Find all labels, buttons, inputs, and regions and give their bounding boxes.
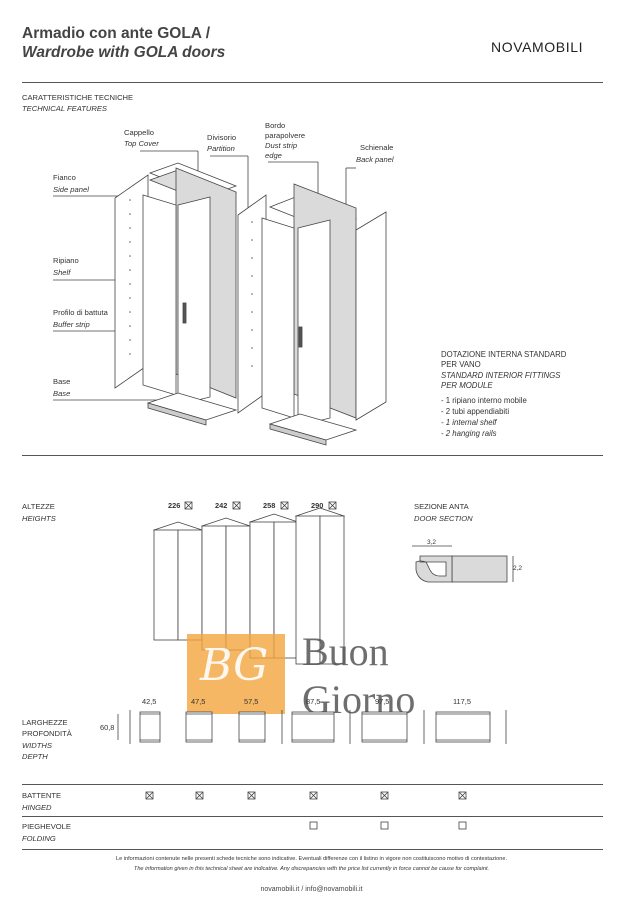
heights-heading: ALTEZZE [22, 502, 55, 511]
fittings-heading-2: PER VANO [441, 360, 481, 369]
dimension-height: 2,2 [513, 565, 523, 572]
section-divider [22, 455, 603, 456]
height-value: 242 [215, 501, 228, 510]
label-shelf-en: Shelf [53, 268, 71, 277]
label-base-en: Base [53, 389, 71, 398]
fittings-heading-en-2: PER MODULE [441, 381, 493, 390]
height-value: 226 [168, 501, 181, 510]
depth-value: 60,8 [100, 723, 115, 732]
width-value: 117,5 [453, 697, 471, 706]
label-side-panel: Fianco [53, 173, 76, 182]
width-value: 42,5 [142, 697, 157, 706]
label-top-cover: Cappello [124, 128, 154, 137]
widths-heading-en-1: WIDTHS [22, 741, 52, 750]
width-value: 87,5 [306, 697, 321, 706]
exploded-wardrobe-diagram [53, 150, 387, 446]
label-shelf: Ripiano [53, 256, 79, 265]
door-section-heading-en: DOOR SECTION [414, 514, 473, 523]
label-back-panel-en: Back panel [356, 155, 394, 164]
widths-drawing [117, 710, 507, 830]
technical-heading: CARATTERISTICHE TECNICHE [22, 93, 134, 102]
section-divider [22, 816, 603, 817]
watermark-monogram: BG [200, 640, 269, 691]
width-value: 47,5 [191, 697, 206, 706]
width-value: 97,5 [375, 697, 390, 706]
technical-heading-en: TECHNICAL FEATURES [22, 104, 107, 113]
hinged-label: BATTENTE [22, 791, 62, 800]
widths-heading-1: LARGHEZZE [22, 718, 68, 727]
door-section-heading: SEZIONE ANTA [414, 502, 469, 511]
watermark-word-1: Buon [302, 629, 389, 674]
widths-heading-2: PROFONDITÀ [22, 729, 72, 738]
footer-disclaimer: Le informazioni contenute nelle presenti… [115, 856, 508, 862]
label-top-cover-en: Top Cover [124, 139, 159, 148]
section-divider [22, 849, 603, 850]
fittings-heading-en-1: STANDARD INTERIOR FITTINGS [441, 371, 561, 380]
label-buffer-strip-en: Buffer strip [53, 320, 90, 329]
label-dust-en-2: edge [265, 151, 282, 160]
page-subtitle: Wardrobe with GOLA doors [22, 44, 226, 61]
hinged-label-en: HINGED [22, 803, 52, 812]
label-back-panel: Schienale [360, 143, 394, 152]
section-divider [22, 784, 603, 785]
footer-contact-link[interactable]: novamobili.it / info@novamobili.it [260, 886, 363, 893]
label-partition-en: Partition [207, 144, 235, 153]
widths-heading-en-2: DEPTH [22, 752, 48, 761]
fittings-heading-1: DOTAZIONE INTERNA STANDARD [441, 350, 567, 359]
fittings-item: - 2 hanging rails [441, 429, 497, 438]
fittings-item: - 2 tubi appendiabiti [441, 407, 510, 416]
label-dust-en-1: Dust strip [265, 141, 298, 150]
label-partition: Divisorio [207, 133, 237, 142]
brand-logo: NOVAMOBILI [491, 39, 584, 55]
folding-label-en: FOLDING [22, 834, 56, 843]
watermark-badge [187, 634, 285, 714]
height-value: 258 [263, 501, 276, 510]
dimension-width: 3,2 [427, 539, 437, 546]
fittings-item: - 1 ripiano interno mobile [441, 396, 527, 405]
fittings-item: - 1 internal shelf [441, 418, 497, 427]
page-title: Armadio con ante GOLA / [22, 25, 211, 42]
label-base: Base [53, 377, 71, 386]
footer-disclaimer-en: The information given in this technical … [133, 866, 490, 872]
label-buffer-strip: Profilo di battuta [53, 308, 108, 317]
folding-label: PIEGHEVOLE [22, 822, 71, 831]
label-dust-1: Bordo [265, 121, 286, 130]
heights-heading-en: HEIGHTS [22, 514, 56, 523]
header-divider [22, 82, 603, 83]
label-side-panel-en: Side panel [53, 185, 89, 194]
width-value: 57,5 [244, 697, 259, 706]
height-value: 290 [311, 501, 324, 510]
label-dust-2: parapolvere [265, 131, 306, 140]
